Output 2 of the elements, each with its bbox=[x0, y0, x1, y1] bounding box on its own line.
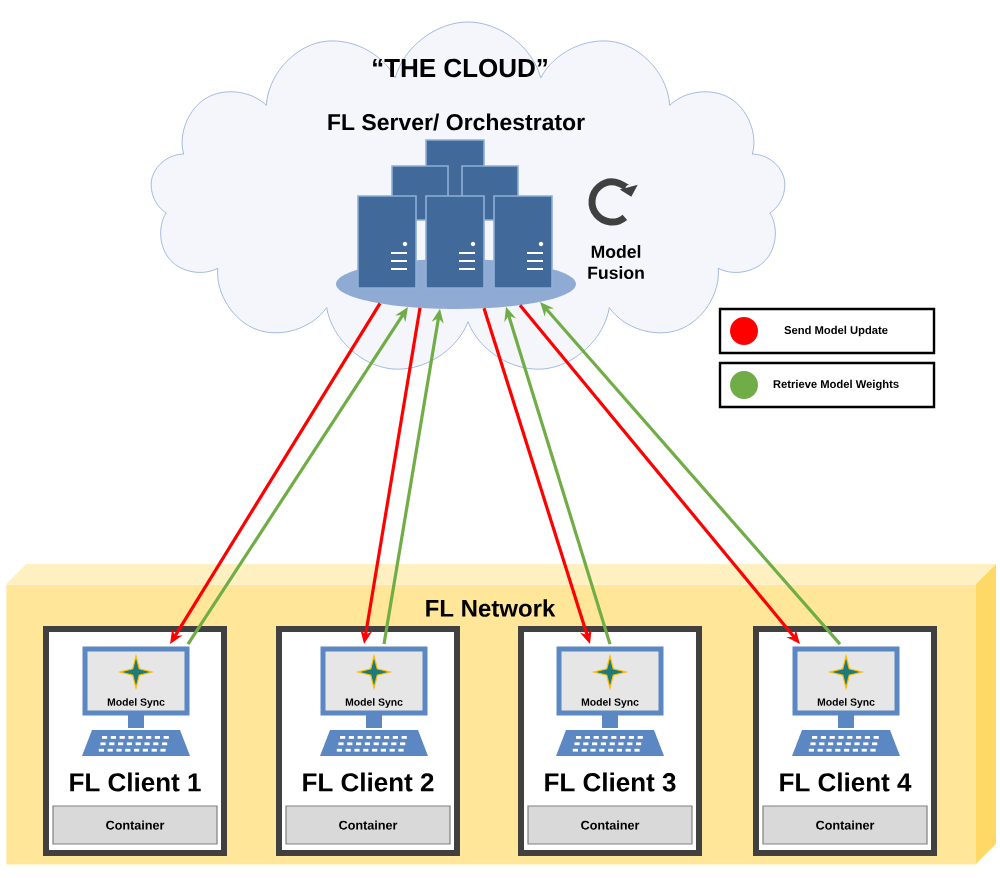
server-label: FL Server/ Orchestrator bbox=[328, 113, 585, 131]
fusion-label: Model Fusion bbox=[588, 244, 644, 279]
